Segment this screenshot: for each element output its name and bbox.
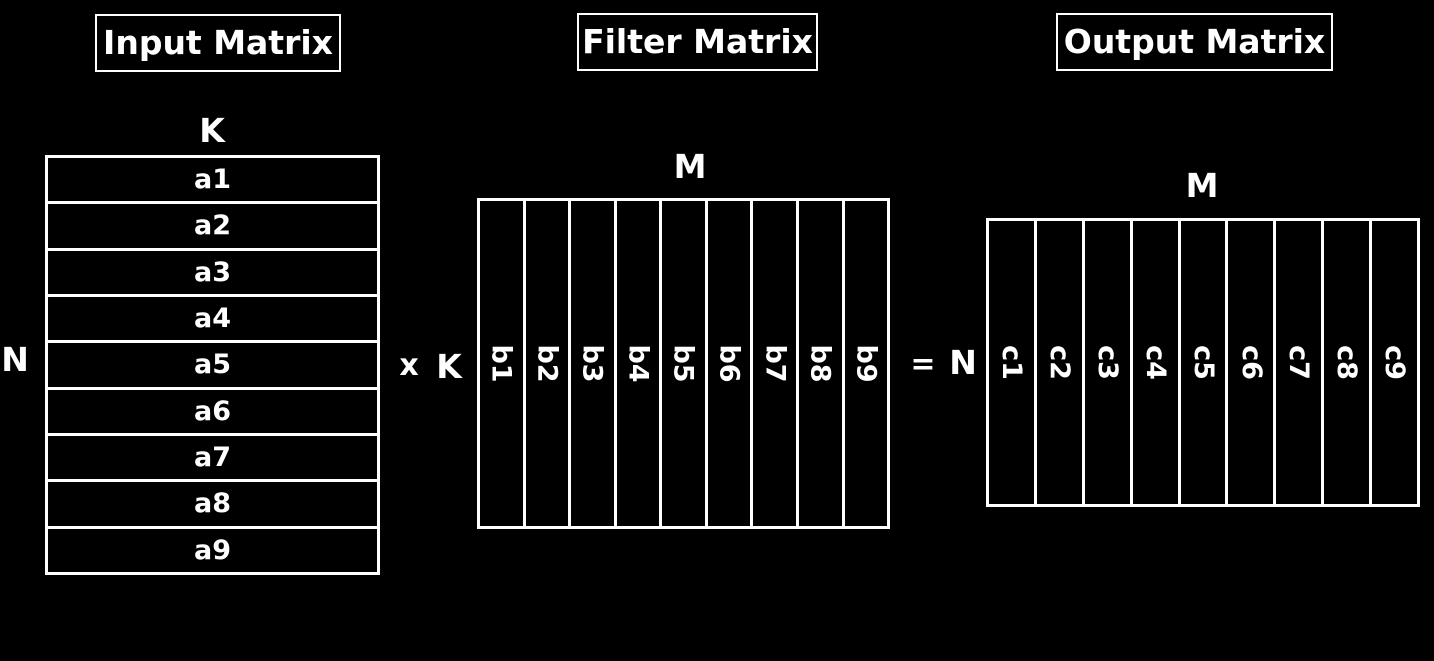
filter-col-3: b3 [568,201,614,526]
output-col-label-6: c6 [1235,345,1267,380]
filter-col-2: b2 [522,201,569,526]
output-col-label-9: c9 [1379,345,1411,380]
input-row-9: a9 [48,525,377,572]
filter-col-label-1: b1 [485,344,517,383]
output-col-label-3: c3 [1091,345,1123,380]
filter-matrix: b1 b2 b3 b4 b5 b6 b7 b8 b9 [477,198,890,529]
filter-col-label-4: b4 [622,344,654,383]
output-col-2: c2 [1033,221,1082,504]
filter-col-label-6: b6 [713,344,745,383]
filter-col-9: b9 [841,201,888,526]
output-matrix: c1 c2 c3 c4 c5 c6 c7 c8 c9 [986,218,1420,507]
output-row-label: N [949,343,977,382]
filter-col-6: b6 [704,201,751,526]
output-col-4: c4 [1129,221,1178,504]
filter-col-label-8: b8 [804,344,836,383]
filter-col-label-9: b9 [850,344,882,383]
filter-col-7: b7 [750,201,796,526]
input-row-2: a2 [48,201,377,247]
input-matrix-title: Input Matrix [95,14,341,72]
output-col-9: c9 [1369,221,1417,504]
output-col-7: c7 [1273,221,1321,504]
output-col-label-8: c8 [1331,345,1363,380]
output-col-label: M [1185,166,1219,205]
output-matrix-title: Output Matrix [1056,13,1333,71]
output-col-label-7: c7 [1283,345,1315,380]
output-col-label-4: c4 [1139,345,1171,380]
input-row-5: a5 [48,340,377,386]
output-col-1: c1 [989,221,1034,504]
filter-col-label-5: b5 [668,344,700,383]
input-row-6: a6 [48,386,377,433]
filter-col-label: M [673,147,707,186]
filter-col-4: b4 [613,201,660,526]
filter-col-1: b1 [480,201,523,526]
input-row-8: a8 [48,479,377,525]
filter-col-label-3: b3 [576,344,608,383]
input-row-7: a7 [48,432,377,479]
filter-col-5: b5 [659,201,705,526]
output-col-5: c5 [1177,221,1226,504]
filter-col-8: b8 [795,201,842,526]
output-col-label-1: c1 [995,345,1027,380]
output-col-label-2: c2 [1043,345,1075,380]
filter-matrix-title: Filter Matrix [577,13,818,71]
input-col-label: K [199,111,225,150]
filter-row-label: K [436,347,462,386]
input-row-label: N [1,340,29,379]
output-col-label-5: c5 [1187,345,1219,380]
equals-operator: = [910,347,936,382]
input-row-3: a3 [48,247,377,294]
filter-col-label-2: b2 [531,344,563,383]
output-col-3: c3 [1081,221,1130,504]
input-row-4: a4 [48,293,377,340]
output-col-8: c8 [1321,221,1369,504]
output-col-6: c6 [1225,221,1273,504]
filter-col-label-7: b7 [759,344,791,383]
input-row-1: a1 [193,164,231,196]
multiply-operator: x [399,348,419,383]
